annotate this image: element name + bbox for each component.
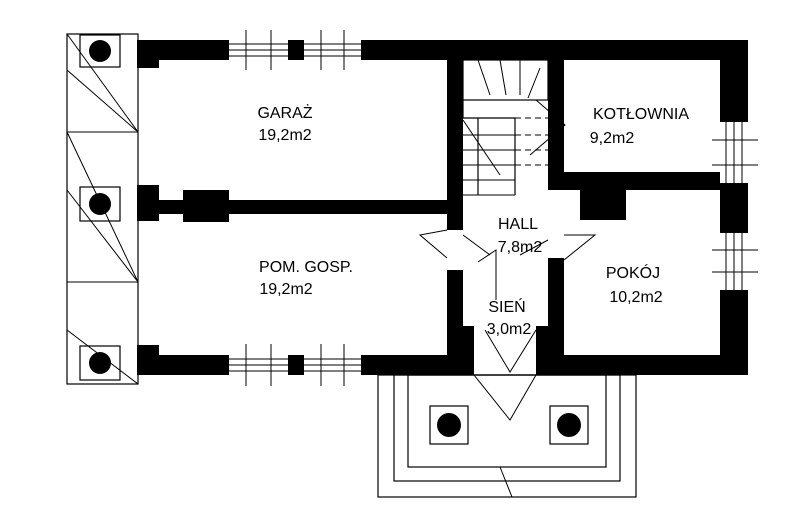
door-swing [529, 99, 566, 156]
room-label-hall: HALL 7,8m2 [498, 216, 543, 256]
room-name: GARAŻ [257, 103, 312, 122]
pillar [79, 186, 121, 222]
room-area: 10,2m2 [609, 289, 662, 306]
room-name: POM. GOSP. [259, 259, 353, 276]
window [304, 30, 361, 70]
door-swing [418, 229, 491, 259]
room-area: 7,8m2 [498, 239, 543, 256]
room-area: 3,0m2 [487, 321, 532, 338]
door-swing [519, 234, 597, 261]
pillar [79, 345, 121, 381]
room-label-pokoj: POKÓJ 10,2m2 [606, 263, 663, 306]
door-swing [473, 249, 537, 421]
room-label-sien: SIEŃ 3,0m2 [487, 297, 532, 338]
window [712, 122, 758, 183]
room-label-kotlownia: KOTŁOWNIA 9,2m2 [590, 106, 690, 147]
room-name: HALL [498, 216, 538, 233]
window [712, 233, 758, 290]
room-area: 9,2m2 [590, 130, 635, 147]
window [229, 344, 288, 386]
pillar [79, 34, 121, 68]
pillar [549, 405, 589, 445]
pillar [429, 405, 469, 445]
room-name: POKÓJ [606, 263, 660, 282]
room-label-garaz: GARAŻ 19,2m2 [257, 103, 312, 144]
room-name: KOTŁOWNIA [593, 106, 689, 123]
staircase [462, 59, 549, 196]
room-label-pom-gosp: POM. GOSP. 19,2m2 [259, 259, 353, 298]
room-name: SIEŃ [488, 297, 525, 316]
room-area: 19,2m2 [259, 281, 312, 298]
window [304, 344, 361, 386]
walls [137, 40, 748, 375]
porch [377, 374, 637, 498]
window [229, 30, 288, 70]
room-area: 19,2m2 [258, 127, 311, 144]
